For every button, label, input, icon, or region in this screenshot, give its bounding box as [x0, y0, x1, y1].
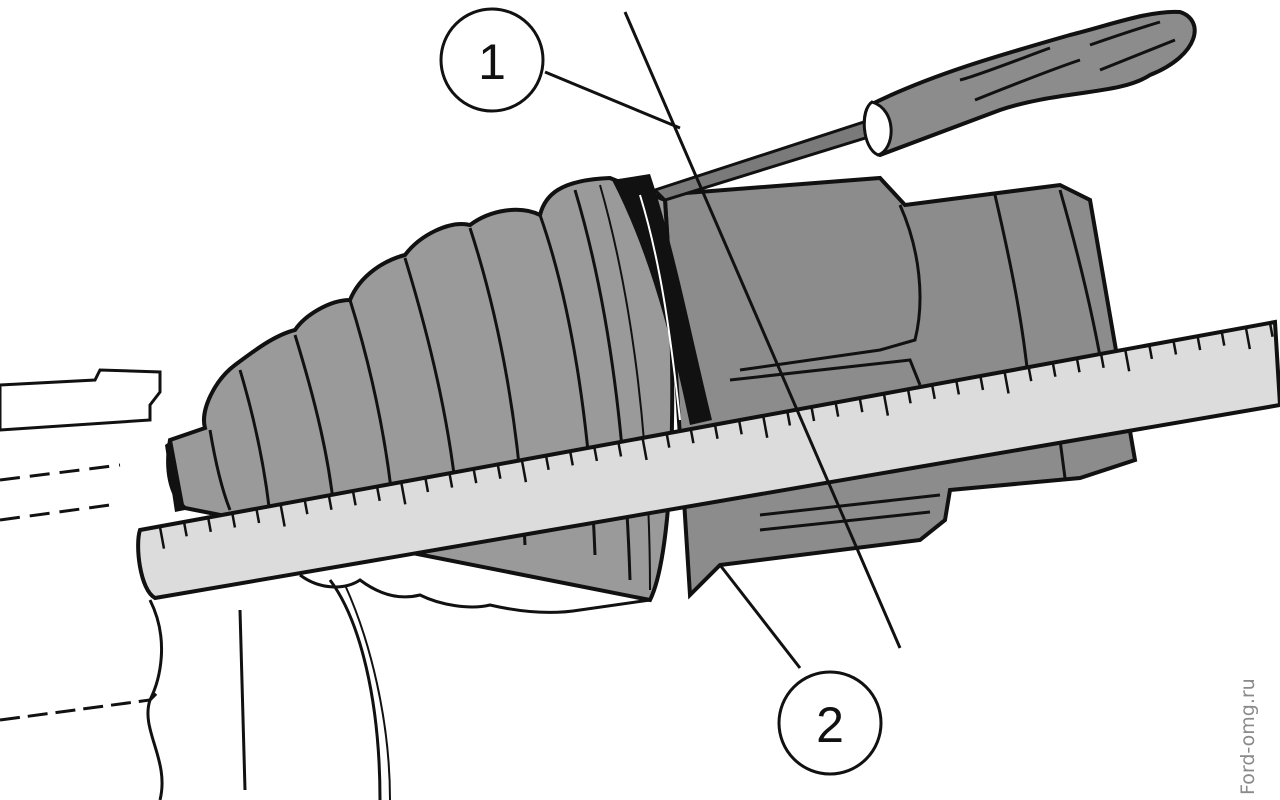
ruler-tick	[496, 464, 502, 479]
ruler-tick	[279, 504, 286, 527]
ruler-tick	[665, 433, 671, 448]
ruler-tick	[1172, 340, 1178, 355]
callout-1-label: 1	[478, 34, 506, 90]
callout-1-circle	[439, 7, 545, 113]
ruler-tick	[593, 446, 599, 462]
ruler-tick	[1148, 344, 1154, 360]
ruler-tick	[882, 393, 890, 416]
callout-2: 2	[777, 670, 883, 776]
leader-lines	[544, 11, 902, 669]
ruler-tick	[424, 477, 430, 493]
ruler-tick	[979, 375, 985, 391]
ruler-tick	[1244, 327, 1252, 350]
ruler-tick	[737, 420, 743, 435]
ruler-tick	[303, 500, 309, 515]
ruler-tick	[448, 473, 454, 488]
ruler-tick	[858, 398, 864, 413]
ruler-tick	[1268, 322, 1274, 337]
ruler-tick	[1051, 362, 1057, 377]
ruler-tick	[930, 384, 936, 400]
ruler-tick	[786, 411, 792, 426]
ruler-tick	[1027, 367, 1033, 382]
ruler-tick	[255, 509, 261, 524]
ruler-tick	[375, 486, 381, 502]
boot-clamp-band	[612, 174, 712, 425]
ruler-tick	[231, 513, 237, 528]
ruler-tick	[955, 380, 961, 395]
callout-2-label: 2	[816, 697, 844, 753]
ruler-tick	[689, 429, 695, 444]
callout-2-circle	[777, 670, 883, 776]
ruler-tick	[544, 455, 550, 471]
ruler-tick	[1123, 349, 1131, 372]
watermark-text: Ford-omg.ru	[1237, 678, 1259, 795]
ruler-tick	[1196, 336, 1202, 351]
callout-1: 1	[439, 7, 545, 113]
ruler-tick	[207, 517, 213, 533]
ruler-tick	[182, 522, 188, 537]
ruler-tick	[327, 495, 333, 510]
ruler-tick	[906, 389, 912, 404]
ruler-tick	[568, 451, 574, 466]
ruler-tick	[713, 424, 719, 439]
ruler-tick	[1099, 353, 1105, 369]
ruler-tick	[641, 438, 648, 461]
ruler-tick	[1220, 331, 1226, 346]
ruler-tick	[351, 491, 357, 506]
ruler-tick	[762, 415, 769, 438]
ruler-tick	[810, 407, 816, 422]
ruler-ticks	[158, 322, 1274, 549]
ruler-tick	[520, 460, 528, 483]
ruler-tick	[617, 442, 623, 457]
ruler-tick	[472, 469, 478, 484]
screwdriver-icon	[652, 9, 1197, 202]
ruler-tick	[400, 482, 407, 505]
hand-outline	[146, 579, 391, 800]
ruler-tick	[1003, 371, 1010, 394]
ruler-tick	[834, 402, 840, 417]
ruler-tick	[158, 526, 166, 549]
ruler-icon	[136, 319, 1280, 601]
ruler-tick	[1075, 358, 1081, 373]
